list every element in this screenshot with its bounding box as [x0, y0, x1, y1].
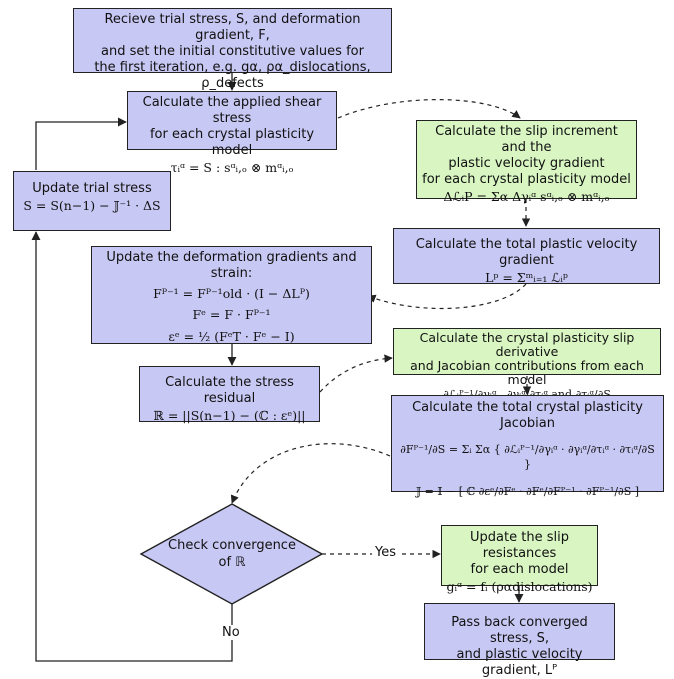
jacobian-line1: Calculate the total crystal plasticity J…: [412, 400, 643, 431]
residual-line1: Calculate the stress residual: [165, 375, 294, 406]
convergence-label: Check convergence of ℝ: [161, 537, 303, 571]
slip-increment-line1: Calculate the slip increment and the: [435, 124, 618, 155]
yes-label: Yes: [372, 545, 399, 560]
dashed-shear-to-slipincrement: [337, 99, 521, 119]
total-velocity-equation: Lᵖ = Σᵐᵢ₌₁ ℒᵢᵖ: [485, 270, 568, 285]
receive-line3: the first iteration, e.g. gα, ρα_disloca…: [94, 60, 371, 91]
slip-derivative-line2: and Jacobian contributions from each mod…: [410, 358, 644, 387]
slip-resistance-line2: for each model: [470, 562, 569, 577]
shear-equation: τᵢᵅ = S : sᵅᵢ,ₒ ⊗ mᵅᵢ,ₒ: [170, 160, 294, 175]
receive-line2: and set the initial constitutive values …: [101, 44, 364, 59]
slip-derivative-line1: Calculate the crystal plasticity slip de…: [419, 330, 635, 359]
update-deformation-node: Update the deformation gradients and str…: [91, 246, 372, 344]
update-deformation-eq3: εᵉ = ½ (FᵉT · Fᵉ − I): [168, 329, 295, 344]
dashed-residual-to-slipderivative: [319, 354, 393, 393]
total-velocity-node: Calculate the total plastic velocity gra…: [393, 228, 660, 285]
slip-increment-line2: plastic velocity gradient: [448, 156, 605, 171]
no-label: No: [219, 625, 243, 640]
dashed-total-to-deformation: [367, 283, 527, 310]
slip-resistance-node: Update the slip resistances for each mod…: [441, 525, 598, 594]
slip-increment-equation: ΔℒᵢP = Σα Δγᵢᵅ sᵅᵢ,ₒ ⊗ mᵅᵢ,ₒ: [443, 189, 610, 204]
update-deformation-eq1: Fᴾ⁻¹ = Fᴾ⁻¹old · (I − ΔLᴾ): [153, 286, 310, 301]
jacobian-eq2: 𝕁 = 𝕀 − [ ℂ ∂εᵉ/∂Fᵉ · ∂Fᵉ/∂Fᴾ⁻¹ · ∂Fᴾ⁻¹/…: [415, 485, 640, 498]
arrow-update-to-shear: [35, 117, 127, 170]
slip-increment-line3: for each crystal plasticity model: [422, 172, 631, 187]
update-stress-line1: Update trial stress: [32, 181, 152, 196]
shear-stress-node: Calculate the applied shear stress for e…: [127, 91, 337, 175]
total-velocity-line1: Calculate the total plastic velocity gra…: [415, 237, 638, 268]
receive-line1: Recieve trial stress, S, and deformation…: [104, 12, 361, 43]
slip-resistance-line1: Update the slip resistances: [470, 530, 569, 561]
update-stress-equation: S = S(n−1) − 𝕁⁻¹ · ΔS: [23, 198, 161, 213]
slip-resistance-equation: gᵢᵅ = fᵢ (ραdislocations): [446, 579, 593, 594]
update-deformation-eq2: Fᵉ = F · Fᴾ⁻¹: [192, 307, 271, 322]
update-deformation-line1: Update the deformation gradients and str…: [106, 250, 357, 281]
jacobian-node: Calculate the total crystal plasticity J…: [391, 395, 664, 498]
slip-derivative-node: Calculate the crystal plasticity slip de…: [393, 328, 661, 401]
jacobian-eq1: ∂Fᴾ⁻¹/∂S = Σᵢ Σα { ∂ℒᵢᴾ⁻¹/∂γᵢᵅ · ∂γᵢᵅ/∂τ…: [400, 443, 655, 471]
update-stress-node: Update trial stress S = S(n−1) − 𝕁⁻¹ · Δ…: [13, 171, 171, 231]
slip-increment-node: Calculate the slip increment and the pla…: [416, 120, 637, 204]
convergence-line2: of ℝ: [218, 555, 246, 570]
shear-line2: for each crystal plasticity model: [149, 127, 315, 158]
convergence-diamond: [139, 503, 324, 605]
dashed-jacobian-to-convergence: [230, 443, 391, 504]
shear-line1: Calculate the applied shear stress: [142, 95, 322, 126]
pass-back-node: Pass back converged stress, S, and plast…: [424, 603, 615, 678]
receive-node: Recieve trial stress, S, and deformation…: [73, 8, 392, 91]
residual-node: Calculate the stress residual ℝ = ||S(n−…: [139, 366, 320, 423]
pass-back-line2: and plastic velocity gradient, Lᴾ: [456, 647, 583, 678]
convergence-line1: Check convergence: [168, 538, 296, 553]
pass-back-line1: Pass back converged stress, S,: [451, 615, 588, 646]
residual-equation: ℝ = ||S(n−1) − (ℂ : εᵉ)||: [153, 408, 306, 423]
